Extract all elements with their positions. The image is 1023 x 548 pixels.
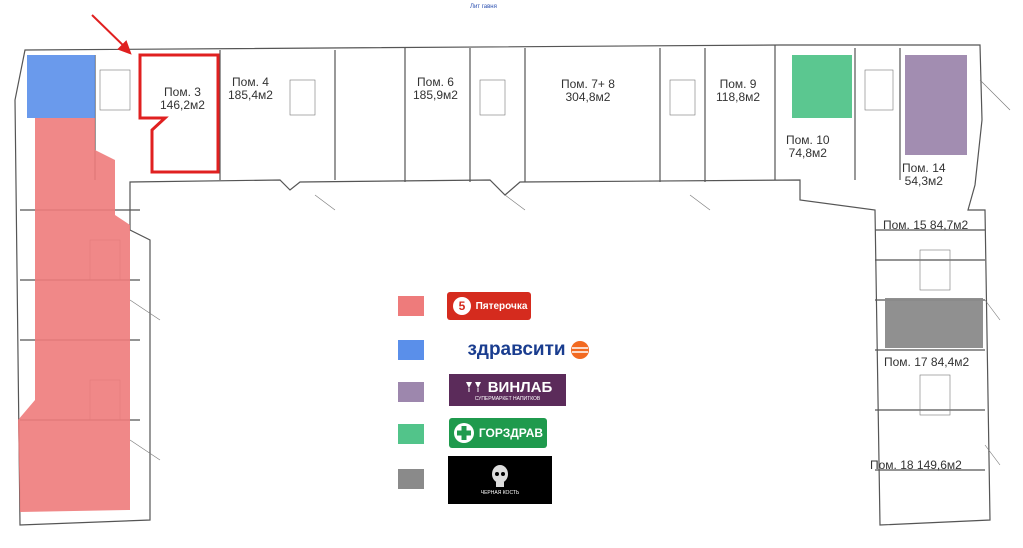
legend-swatch-2: [398, 340, 424, 360]
unit-label-18: Пом. 18 149,6м2: [870, 458, 962, 472]
legend-brand-4: ГОРЗДРАВ: [449, 418, 547, 448]
pyaterochka-logo-icon: 5: [452, 297, 471, 315]
legend-swatch-3: [398, 382, 424, 402]
zone-black-bone: [885, 298, 983, 348]
wine-glasses-icon: [465, 382, 481, 392]
legend-brand-2: здравсити: [450, 336, 608, 364]
legend-brand-1: 5 Пятерочка: [447, 292, 531, 320]
unit-label-15: Пом. 15 84,7м2: [883, 218, 969, 232]
unit-3-highlight: [138, 53, 220, 174]
green-cross-icon: [453, 423, 474, 443]
legend-swatch-1: [398, 296, 424, 316]
zone-winelab: [905, 55, 967, 155]
svg-text:5: 5: [458, 299, 465, 313]
zone-gorzdrav: [792, 55, 852, 118]
skull-icon: [492, 465, 508, 487]
legend-swatch-5: [398, 469, 424, 489]
top-note: Лит гавня: [470, 4, 497, 10]
legend-brand-5: ЧЕРНАЯ КОСТЬ: [448, 456, 552, 504]
legend-brand-3: ВИНЛАБ СУПЕРМАРКЕТ НАПИТКОВ: [449, 374, 566, 406]
unit-label-17: Пом. 17 84,4м2: [884, 355, 970, 369]
zdravcity-logo-icon: [570, 341, 589, 359]
zone-pyaterochka: [18, 118, 130, 512]
pointer-arrow: [91, 14, 132, 55]
legend-swatch-4: [398, 424, 424, 444]
zone-zdravcity: [27, 55, 95, 118]
